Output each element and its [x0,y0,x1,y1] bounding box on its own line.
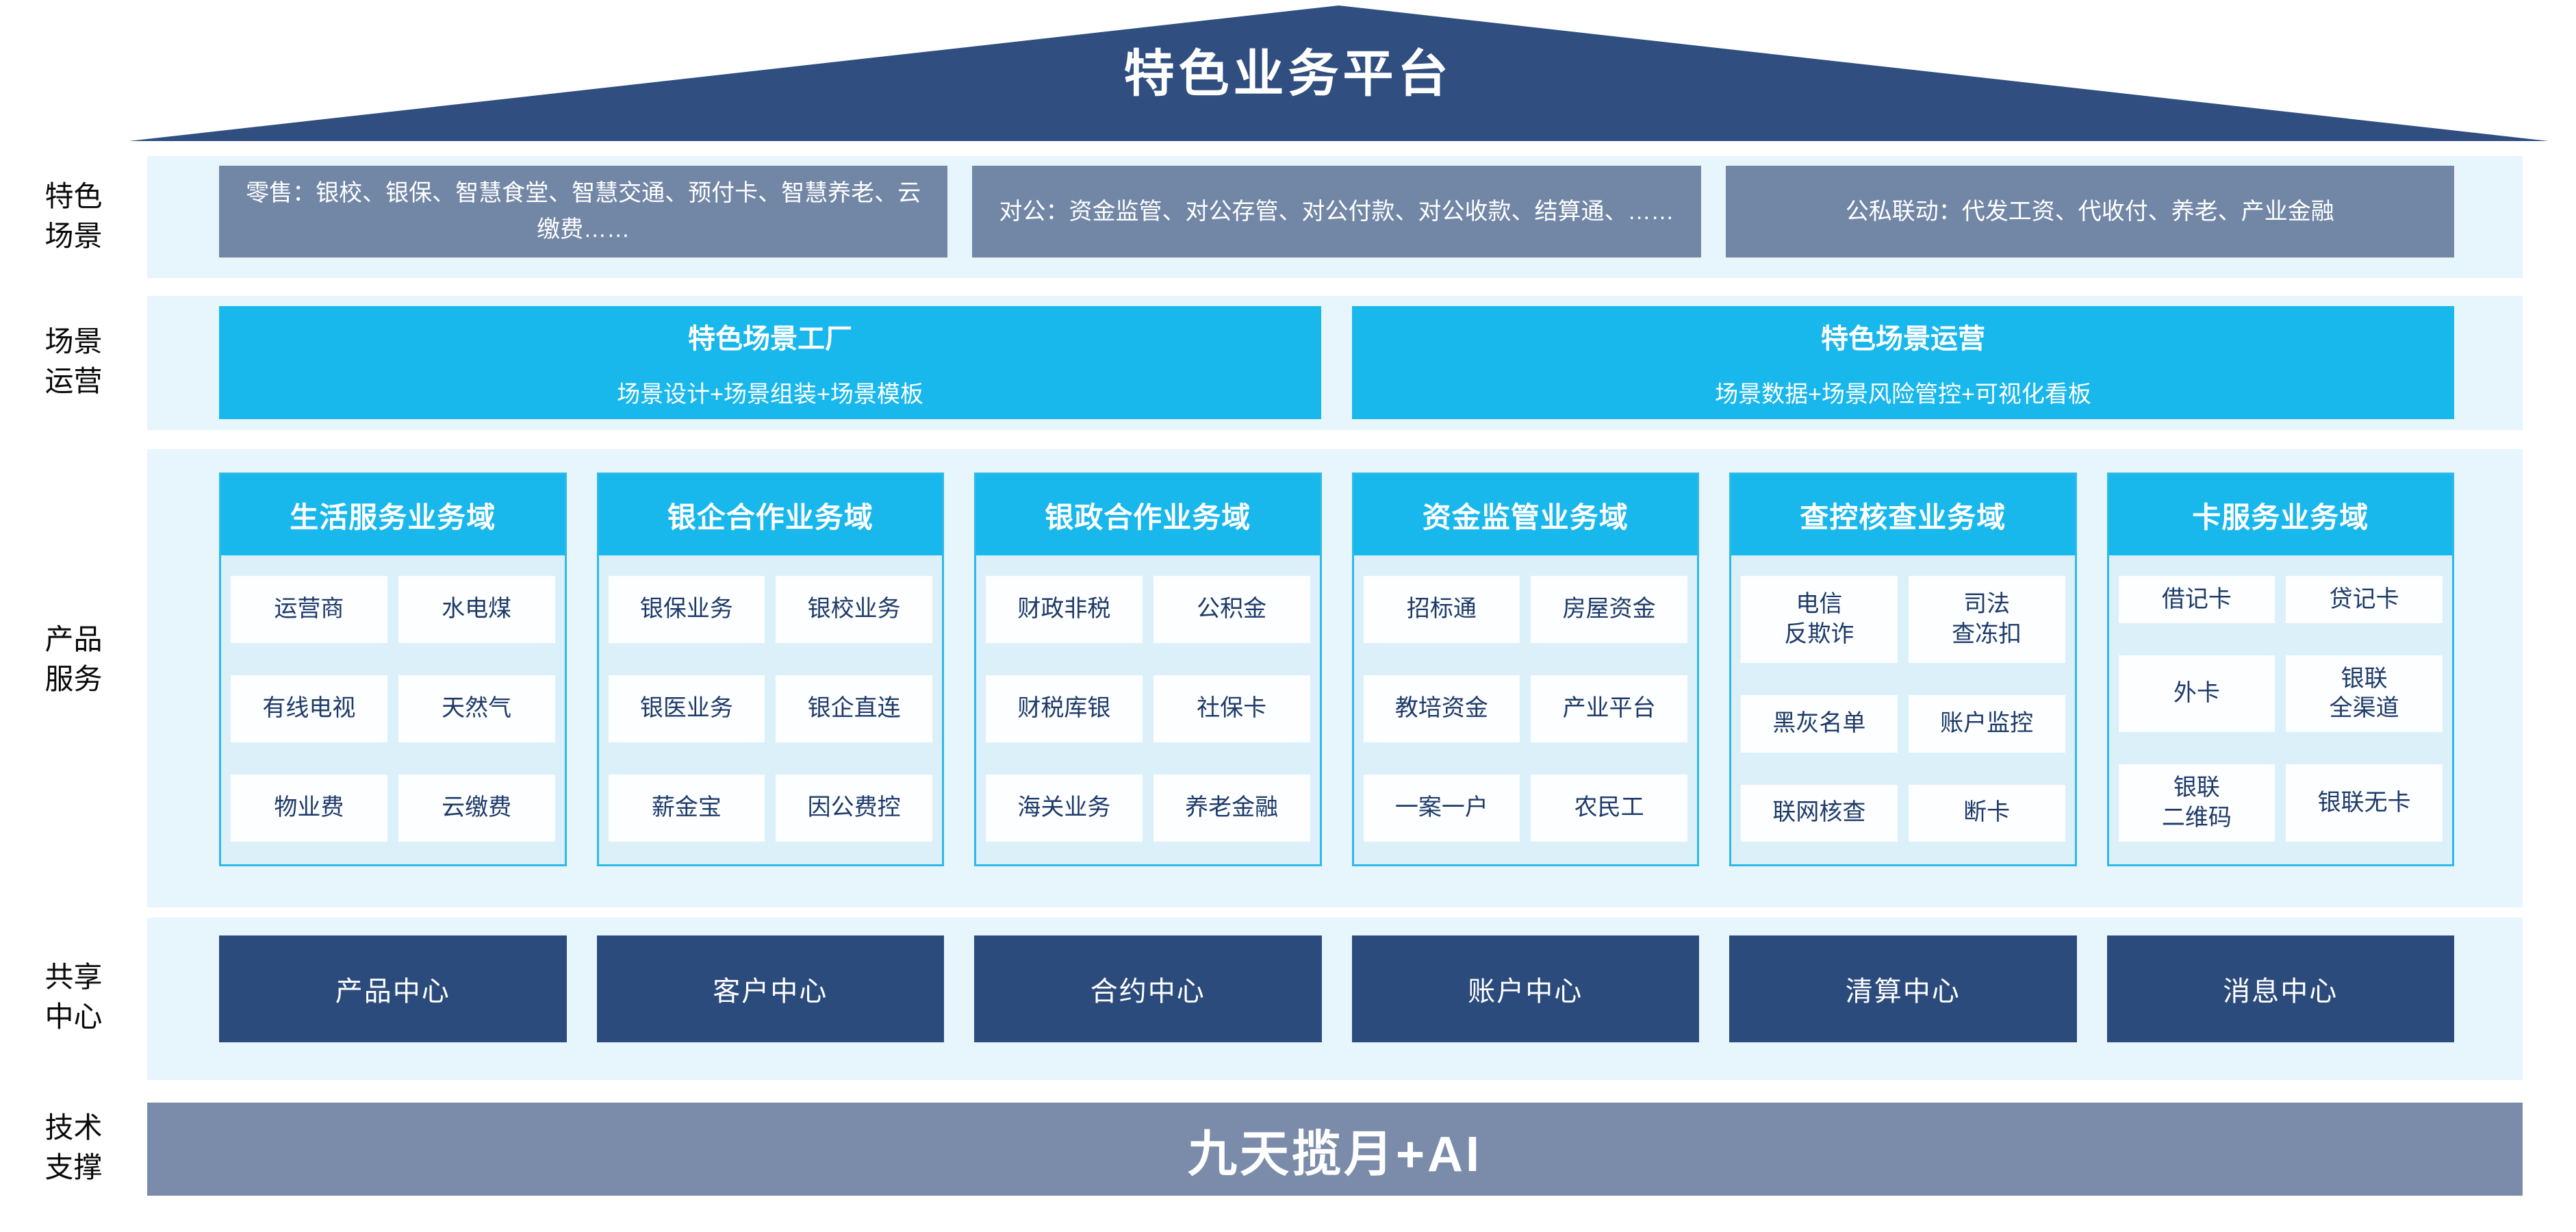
scene-box-retail: 零售：银校、银保、智慧食堂、智慧交通、预付卡、智慧养老、云缴费…… [219,166,948,257]
domain-cell: 养老金融 [1153,775,1310,842]
domain-cell: 财政非税 [986,576,1143,643]
scene-box-corporate: 对公：资金监管、对公存管、对公付款、对公收款、结算通、…… [972,166,1701,257]
domain-body: 财政非税 公积金 财税库银 社保卡 海关业务 养老金融 [976,555,1320,864]
domain-cell: 物业费 [231,775,387,842]
side-label-scene: 特色 场景 [44,180,103,252]
operation-box-title: 特色场景工厂 [688,324,852,354]
domain-cell: 产业平台 [1531,675,1687,742]
domain-column-card-service: 卡服务业务域 借记卡 贷记卡 外卡 银联 全渠道 银联 二维码 银联无卡 [2106,473,2454,866]
domain-body: 运营商 水电煤 有线电视 天然气 物业费 云缴费 [221,555,565,864]
domain-cell: 房屋资金 [1531,576,1687,643]
scene-band: 零售：银校、银保、智慧食堂、智慧交通、预付卡、智慧养老、云缴费…… 对公：资金监… [147,156,2523,278]
product-band: 生活服务业务域 运营商 水电煤 有线电视 天然气 物业费 云缴费 银企合作业务域… [147,449,2523,907]
operation-box-subtitle: 场景设计+场景组装+场景模板 [617,381,923,407]
side-label-tech: 技术 支撑 [44,1111,103,1183]
domain-body: 电信 反欺诈 司法 查冻扣 黑灰名单 账户监控 联网核查 断卡 [1731,555,2075,864]
share-band: 产品中心 客户中心 合约中心 账户中心 清算中心 消息中心 [147,918,2523,1080]
domain-header: 卡服务业务域 [2108,475,2452,555]
operation-box-subtitle: 场景数据+场景风险管控+可视化看板 [1715,381,2091,407]
operation-band: 特色场景工厂 场景设计+场景组装+场景模板 特色场景运营 场景数据+场景风险管控… [147,296,2523,430]
domain-header: 银企合作业务域 [598,475,942,555]
domain-body: 招标通 房屋资金 教培资金 产业平台 一案一户 农民工 [1354,555,1698,864]
operation-box-factory: 特色场景工厂 场景设计+场景组装+场景模板 [219,306,1321,419]
domain-cell: 银联 全渠道 [2286,655,2443,733]
domain-header: 查控核查业务域 [1731,475,2075,555]
share-box-customer-center: 客户中心 [596,935,944,1042]
domain-cell: 黑灰名单 [1741,695,1898,753]
domain-cell: 云缴费 [398,775,555,842]
side-label-operation: 场景 运营 [44,325,103,397]
domain-header: 生活服务业务域 [221,475,565,555]
domain-cell: 借记卡 [2118,576,2275,623]
domain-body: 借记卡 贷记卡 外卡 银联 全渠道 银联 二维码 银联无卡 [2109,555,2453,864]
share-box-message-center: 消息中心 [2106,935,2454,1042]
share-box-contract-center: 合约中心 [974,935,1322,1042]
domain-cell: 有线电视 [231,675,387,742]
share-box-account-center: 账户中心 [1351,935,1699,1042]
tech-support-bar: 九天揽月+AI [147,1103,2523,1196]
domain-cell: 社保卡 [1153,675,1310,742]
domain-cell: 教培资金 [1363,675,1520,742]
domain-cell: 招标通 [1363,576,1520,643]
domain-cell: 电信 反欺诈 [1741,576,1898,663]
domain-column-bank-government: 银政合作业务域 财政非税 公积金 财税库银 社保卡 海关业务 养老金融 [974,473,1322,866]
side-label-share: 共享 中心 [44,961,103,1033]
domain-cell: 天然气 [398,675,555,742]
share-box-product-center: 产品中心 [219,935,567,1042]
domain-cell: 水电煤 [398,576,555,643]
domain-column-life-service: 生活服务业务域 运营商 水电煤 有线电视 天然气 物业费 云缴费 [219,473,567,866]
domain-cell: 银校业务 [776,576,932,643]
domain-cell: 海关业务 [986,775,1143,842]
domain-cell: 联网核查 [1741,784,1898,842]
domain-cell: 运营商 [231,576,387,643]
domain-cell: 断卡 [1908,784,2065,842]
domain-header: 资金监管业务域 [1353,475,1697,555]
domain-cell: 贷记卡 [2286,576,2443,623]
domain-cell: 因公费控 [776,775,932,842]
domain-cell: 银联无卡 [2286,764,2443,842]
domain-cell: 银联 二维码 [2118,764,2275,842]
domain-cell: 财税库银 [986,675,1143,742]
operation-box-operating: 特色场景运营 场景数据+场景风险管控+可视化看板 [1352,306,2454,419]
domain-header: 银政合作业务域 [976,475,1320,555]
domain-cell: 薪金宝 [608,775,765,842]
domain-cell: 银企直连 [776,675,932,742]
domain-cell: 银医业务 [608,675,765,742]
domain-cell: 一案一户 [1363,775,1520,842]
operation-box-title: 特色场景运营 [1821,324,1985,354]
domain-column-bank-enterprise: 银企合作业务域 银保业务 银校业务 银医业务 银企直连 薪金宝 因公费控 [596,473,944,866]
side-label-product: 产品 服务 [44,623,103,695]
domain-cell: 账户监控 [1908,695,2065,753]
domain-column-fund-supervision: 资金监管业务域 招标通 房屋资金 教培资金 产业平台 一案一户 农民工 [1351,473,1699,866]
scene-box-linkage: 公私联动：代发工资、代收付、养老、产业金融 [1725,166,2454,257]
domain-cell: 公积金 [1153,576,1310,643]
domain-body: 银保业务 银校业务 银医业务 银企直连 薪金宝 因公费控 [599,555,943,864]
domain-cell: 银保业务 [608,576,765,643]
domain-cell: 农民工 [1531,775,1687,842]
domain-cell: 司法 查冻扣 [1908,576,2065,663]
share-box-clearing-center: 清算中心 [1729,935,2077,1042]
platform-title: 特色业务平台 [1123,45,1453,102]
domain-column-inquiry-control: 查控核查业务域 电信 反欺诈 司法 查冻扣 黑灰名单 账户监控 联网核查 断卡 [1729,473,2077,866]
domain-cell: 外卡 [2118,655,2275,733]
